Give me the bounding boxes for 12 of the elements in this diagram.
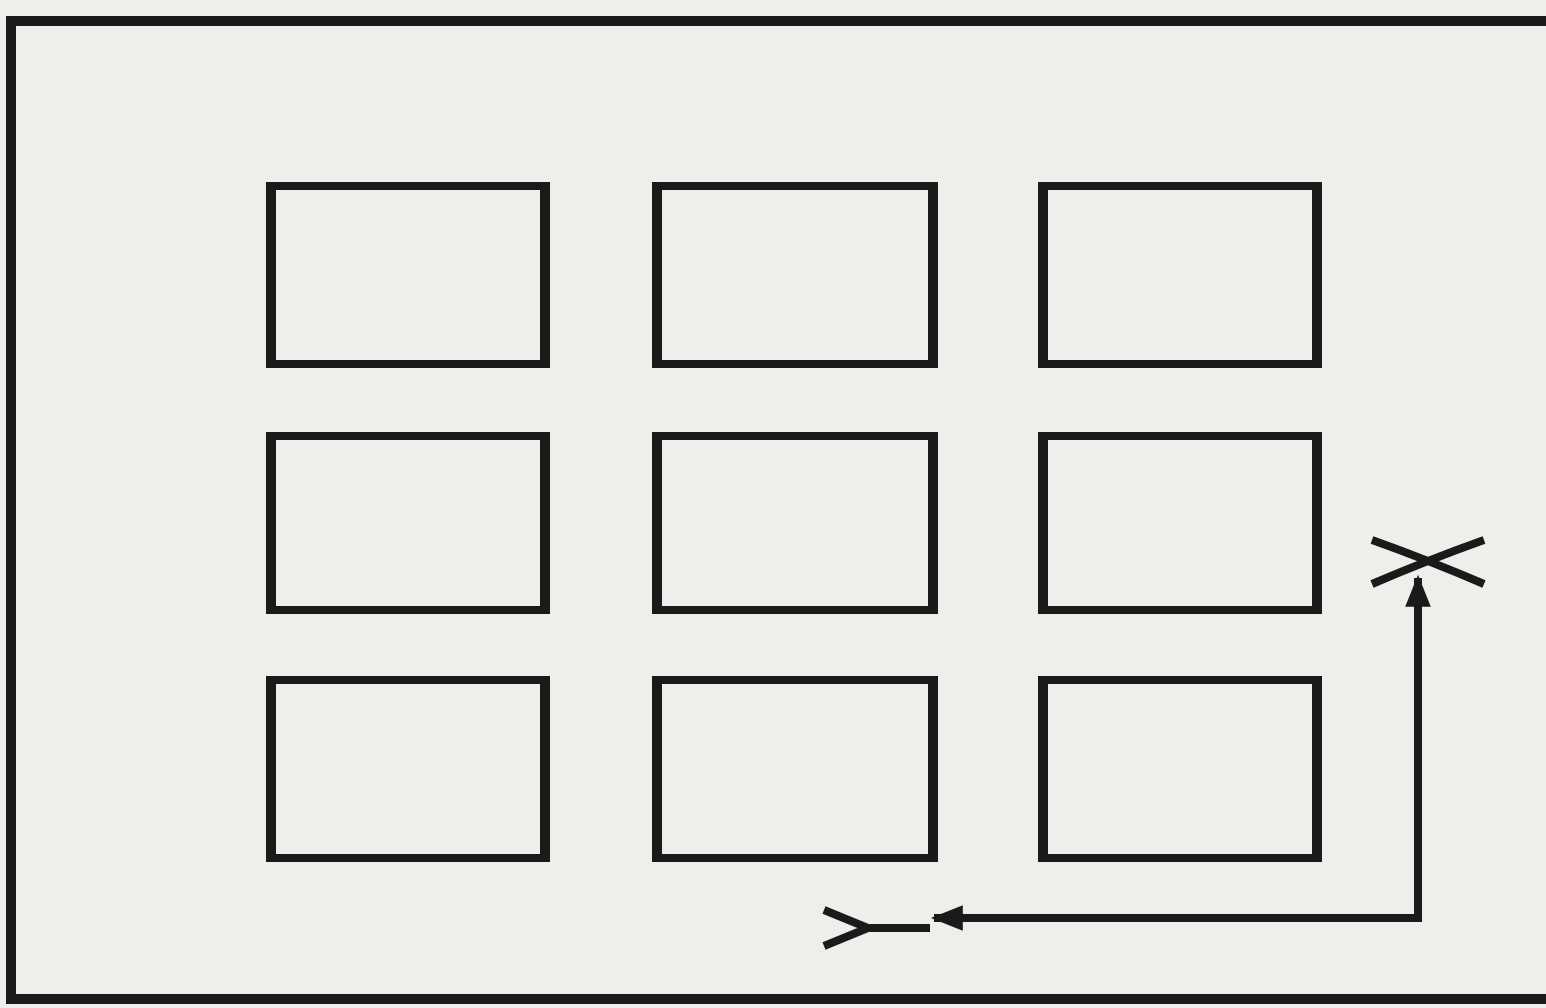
room-rectangle [1038,432,1322,614]
room-rectangle [652,182,938,368]
room-rectangle [266,676,550,862]
room-rectangle [1038,676,1322,862]
room-rectangle [266,182,550,368]
frame-border [6,16,1546,1004]
arrow [930,574,1431,931]
room-rectangle [652,432,938,614]
room-rectangle [1038,182,1322,368]
cross-mark [1368,536,1488,588]
room-rectangle [652,676,938,862]
room-rectangle [266,432,550,614]
